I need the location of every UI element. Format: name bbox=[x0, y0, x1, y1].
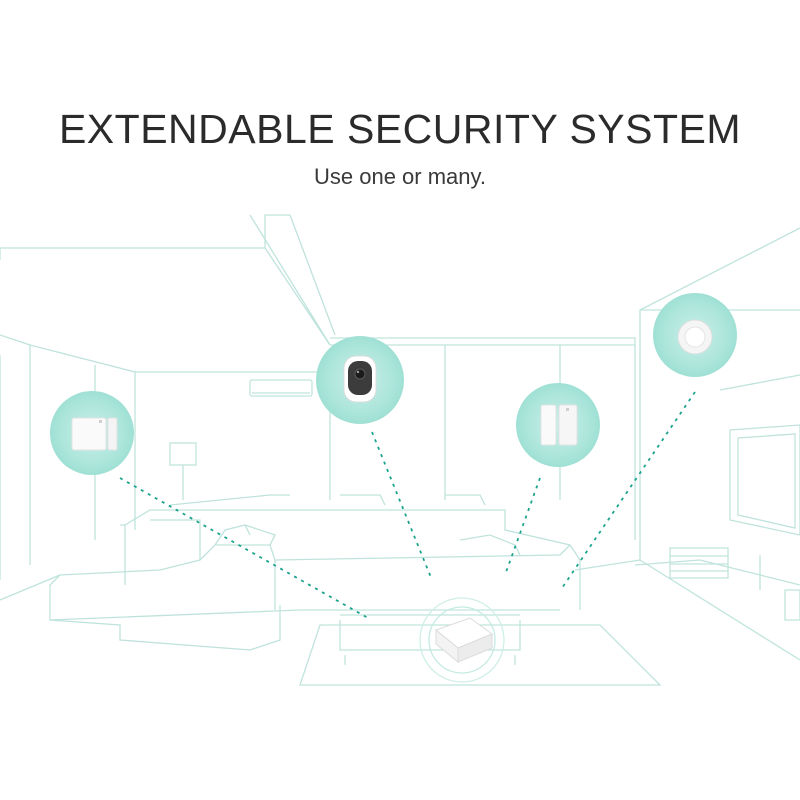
door-window-sensor-left-icon bbox=[50, 391, 134, 475]
connection-lines bbox=[119, 391, 696, 619]
indoor-camera-icon bbox=[316, 336, 404, 424]
page-subtitle: Use one or many. bbox=[313, 164, 486, 189]
page-title: EXTENDABLE SECURITY SYSTEM bbox=[58, 106, 742, 152]
door-window-sensor-right-icon bbox=[516, 383, 600, 467]
motion-sensor-icon bbox=[653, 293, 737, 377]
hub-icon bbox=[419, 597, 505, 683]
